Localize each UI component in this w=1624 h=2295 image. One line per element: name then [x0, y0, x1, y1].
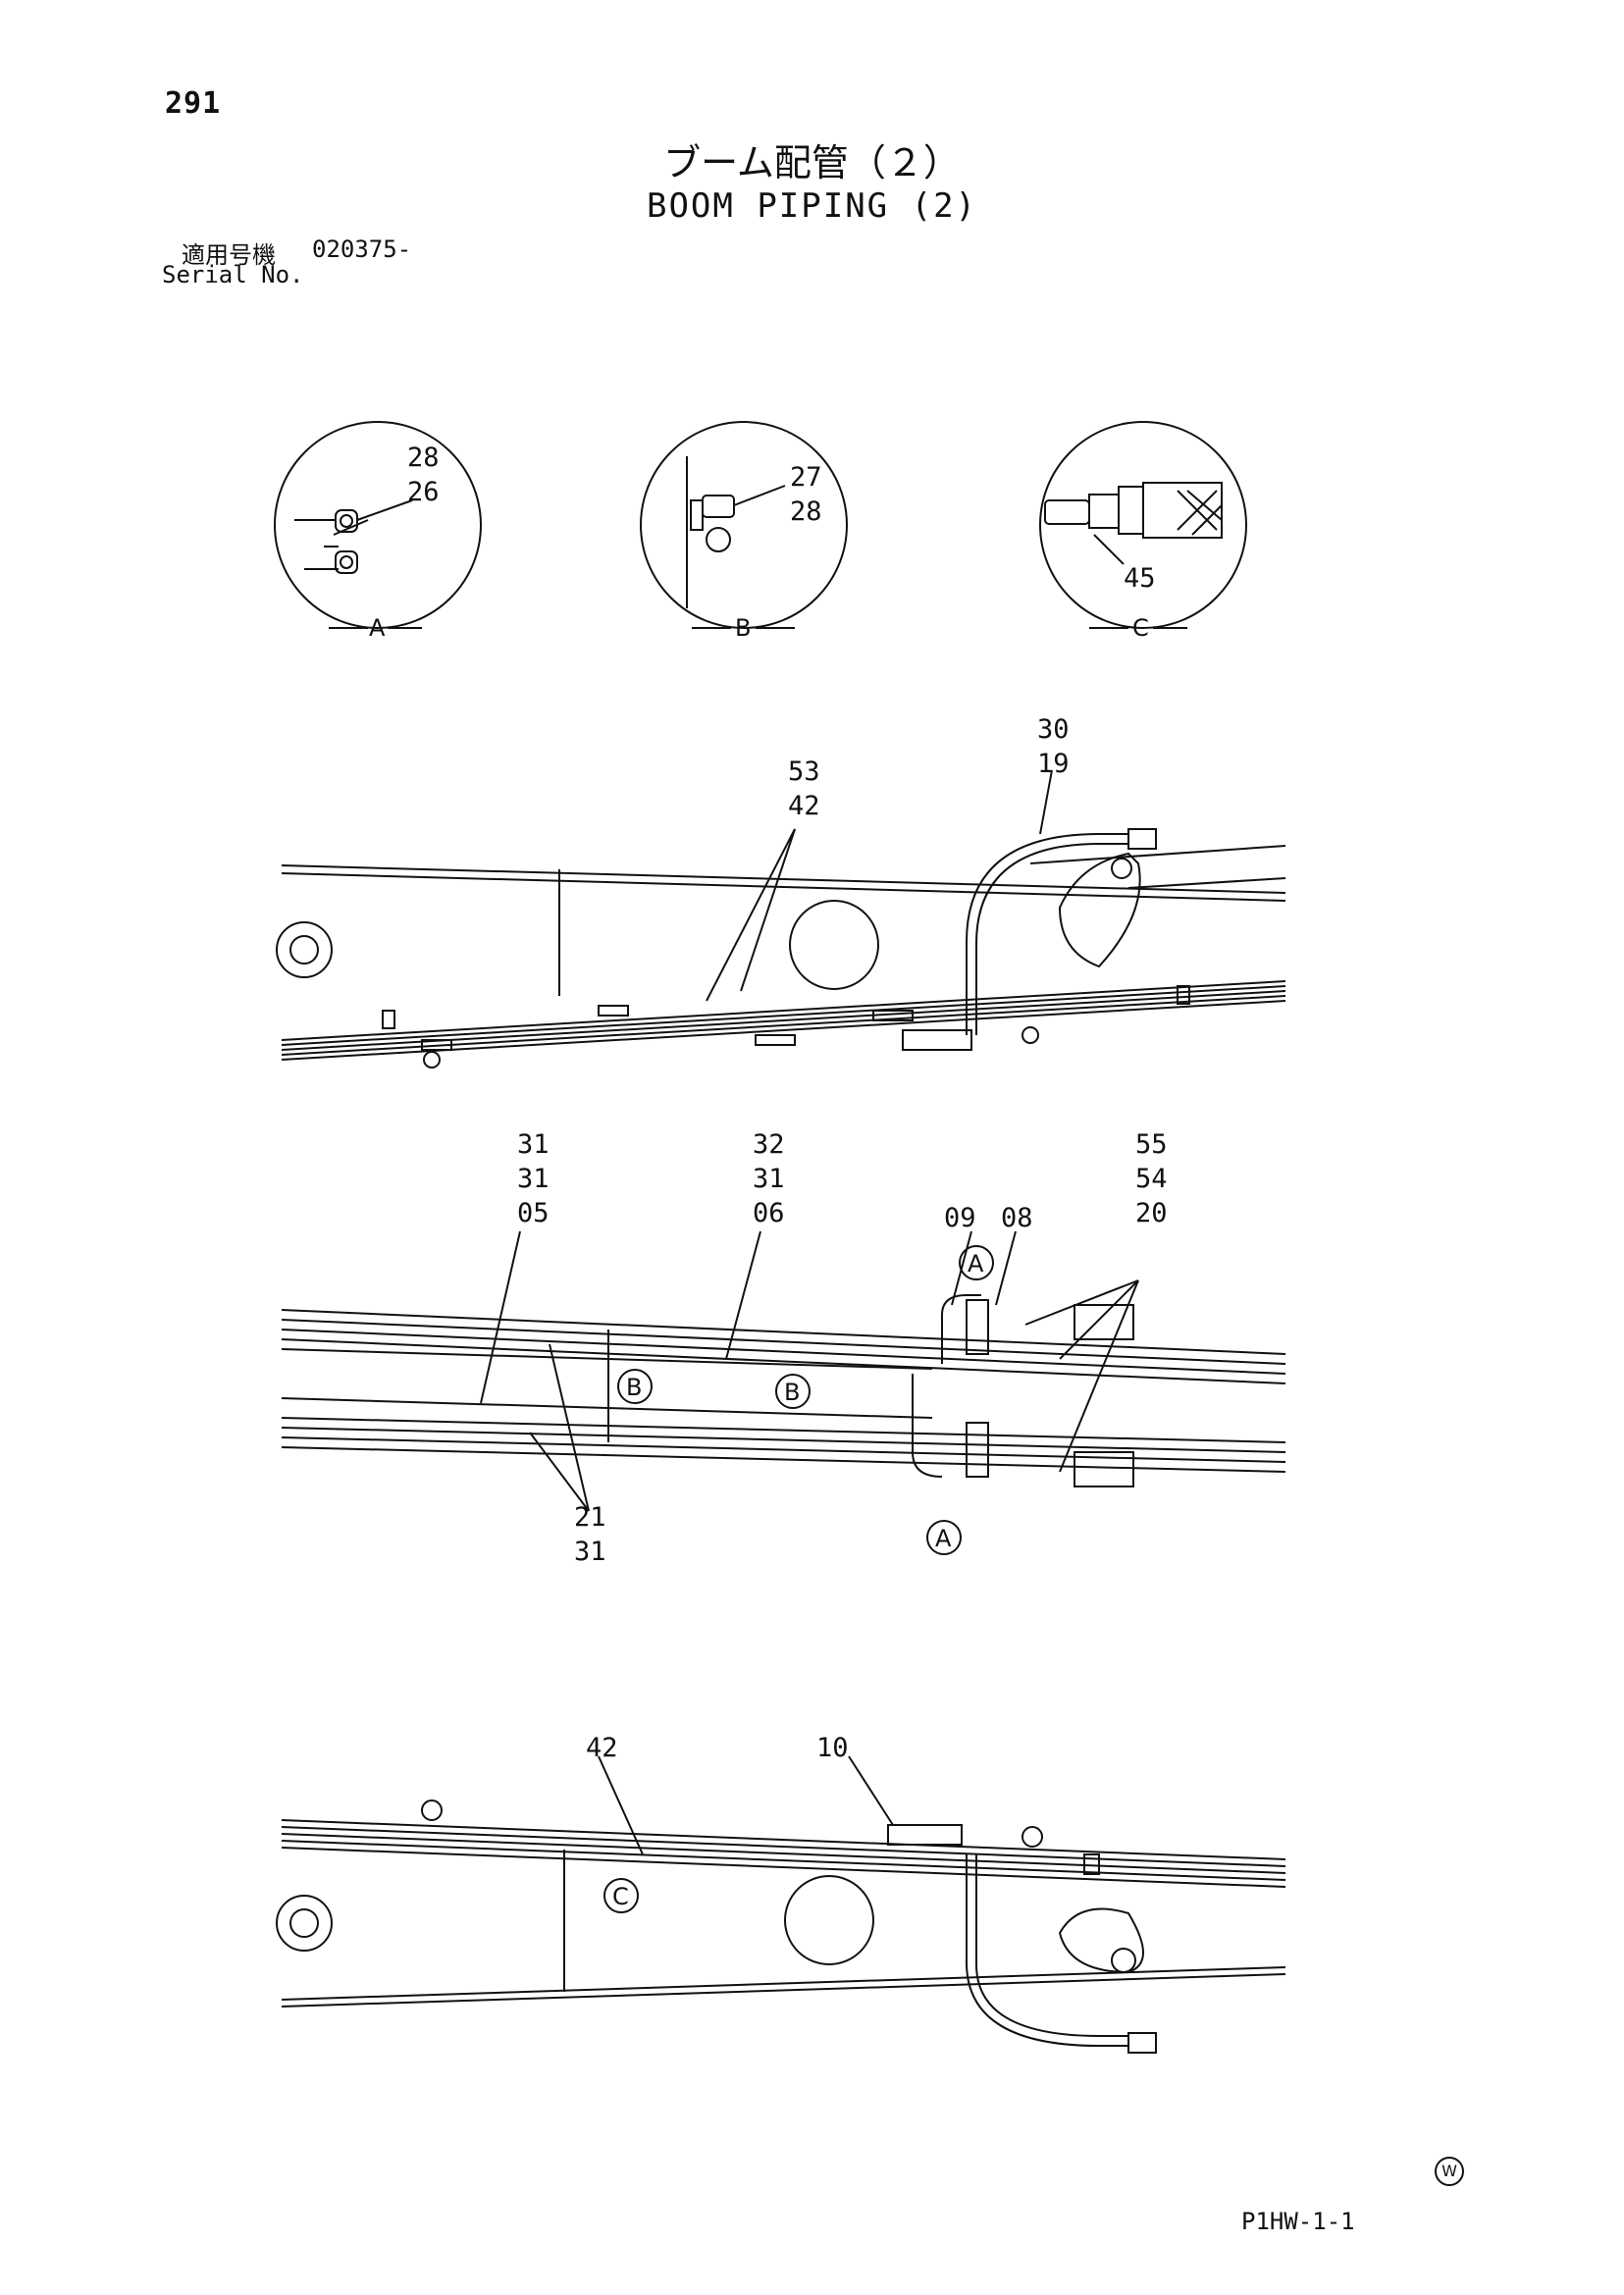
- view2-label-21: 21: [574, 1502, 606, 1533]
- view2-marker-a-bottom: A: [935, 1525, 952, 1552]
- view2-label-05: 05: [517, 1198, 550, 1228]
- page-code: P1HW-1-1: [1241, 2208, 1355, 2235]
- serial-label-japanese: 適用号機: [182, 241, 276, 269]
- view2-label-08: 08: [1001, 1203, 1033, 1233]
- detail-c-label-1: 45: [1124, 563, 1156, 594]
- page-title-english: BOOM PIPING (2): [646, 186, 978, 226]
- view2-label-31d: 31: [574, 1537, 606, 1567]
- view-2-boom-top: 31 31 05 32 31 06 09 08 55 54 20 21 31 A…: [281, 1129, 1286, 1567]
- view-3-boom-side: 42 10 C: [276, 1733, 1286, 2054]
- view2-label-55: 55: [1135, 1129, 1168, 1160]
- view3-label-10: 10: [816, 1733, 849, 1763]
- view1-label-53: 53: [788, 756, 820, 787]
- detail-b-id: B: [735, 614, 751, 642]
- footer-w-mark: W: [1435, 2157, 1464, 2186]
- view2-label-31c: 31: [753, 1164, 785, 1194]
- detail-c-id: C: [1132, 614, 1149, 642]
- view3-label-42: 42: [586, 1733, 618, 1763]
- detail-a: 28 26 A: [274, 421, 482, 642]
- page-number: 291: [165, 86, 222, 121]
- view3-marker-c: C: [612, 1883, 629, 1910]
- detail-b: 27 28 B: [640, 421, 848, 642]
- serial-label-english: Serial No.: [162, 261, 304, 288]
- view-1-boom-side: 53 42 30 19: [276, 714, 1286, 1069]
- view1-label-30: 30: [1037, 714, 1070, 745]
- detail-b-label-2: 28: [790, 496, 822, 527]
- view2-label-09: 09: [944, 1203, 976, 1233]
- view2-label-31b: 31: [517, 1164, 550, 1194]
- view1-label-19: 19: [1037, 749, 1070, 779]
- detail-b-label-1: 27: [790, 462, 822, 493]
- view2-label-31a: 31: [517, 1129, 550, 1160]
- view1-label-42: 42: [788, 791, 820, 821]
- view2-label-06: 06: [753, 1198, 785, 1228]
- view2-marker-a-top: A: [968, 1250, 984, 1278]
- detail-a-label-1: 28: [407, 443, 440, 473]
- view2-label-32: 32: [753, 1129, 785, 1160]
- view2-label-54: 54: [1135, 1164, 1168, 1194]
- detail-a-label-2: 26: [407, 477, 440, 507]
- detail-c: 45 C: [1039, 421, 1247, 642]
- serial-number-value: 020375-: [312, 235, 412, 263]
- view2-marker-b-right: B: [784, 1379, 800, 1406]
- view2-label-20: 20: [1135, 1198, 1168, 1228]
- detail-a-id: A: [369, 614, 386, 642]
- view2-marker-b-left: B: [626, 1374, 642, 1401]
- page-title-japanese: ブーム配管（２）: [663, 141, 961, 184]
